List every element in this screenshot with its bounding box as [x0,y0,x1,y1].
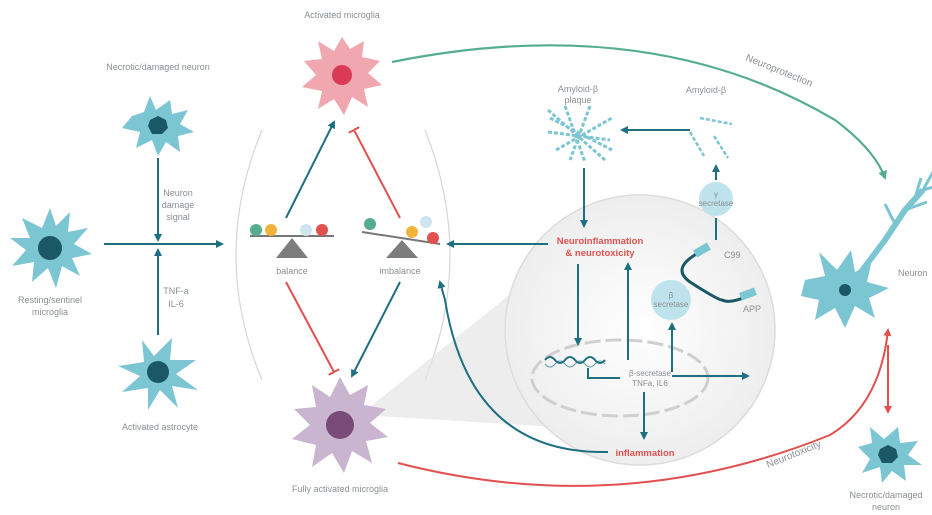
balance-inhibits-fully-activated [285,281,334,372]
left-arc [235,129,263,381]
right-arc [424,129,451,381]
label-cytokine-1: TNF-a [163,286,189,296]
neurotoxicity-curve [397,328,892,487]
necrotic-neuron-bottom-cell [858,427,922,483]
amyloid-beta-fragments [688,116,733,159]
label-amyloid-plaque-2: plaque [564,95,591,105]
neuroprotection-curve [391,44,887,180]
necrotic-neuron-top-cell [122,96,194,156]
label-neuroinflammation-1: Neuroinflammation [557,236,644,247]
label-beta-2: secretase [654,300,689,309]
label-necrotic-bottom-2: neuron [872,502,900,512]
label-activated-microglia: Activated microglia [304,10,380,20]
imbalance-to-fully-activated-arrow [351,281,401,378]
label-beta-1: β [669,291,674,300]
label-resting-2: microglia [32,307,68,317]
label-fully-activated: Fully activated microglia [292,484,388,494]
label-neuroprotection: Neuroprotection [744,53,814,90]
label-amyloid-beta: Amyloid-β [686,85,726,95]
amyloid-plaque-mesh [547,105,613,163]
label-necrotic-bottom-1: Necrotic/damaged [849,490,922,500]
label-neuron-damage-2: damage [162,200,195,210]
app-membrane [680,250,749,303]
balance-scale [250,224,334,258]
label-activated-astrocyte: Activated astrocyte [122,422,198,432]
dna-squiggle [544,356,606,364]
resting-microglia-cell [10,208,92,288]
label-app: APP [743,304,761,314]
label-gamma-2: secretase [699,199,734,208]
fully-activated-microglia-cell [292,377,388,473]
label-resting-1: Resting/sentinel [18,295,82,305]
balance-to-activated-arrow [285,120,335,219]
activated-astrocyte-cell [118,338,198,410]
label-c99: C99 [724,250,741,260]
activated-microglia-cell [302,37,382,115]
label-amyloid-plaque-1: Amyloid-β [558,84,598,94]
label-cytokine-2: IL-6 [168,299,184,309]
label-imbalance: imbalance [379,266,420,276]
label-neuron-damage-3: signal [166,212,190,222]
inflammation-to-imbalance-curve [437,280,609,454]
label-neuron-damage-1: Neuron [163,188,193,198]
label-balance: balance [276,266,308,276]
nucleus-ellipse [530,338,710,418]
beta-secretase-bubble [651,280,691,320]
label-nucleus-out-2: TNFa, IL6 [632,379,668,388]
imbalance-inhibits-activated [354,130,401,219]
imbalance-scale [361,216,441,258]
zoom-bubble [504,194,776,466]
neuron-right-cell [801,171,932,328]
label-necrotic-neuron-top: Necrotic/damaged neuron [106,62,210,72]
label-neuron-right: Neuron [898,268,928,278]
label-neuroinflammation-2: & neurotoxicity [565,248,635,259]
label-inflammation: inflammation [615,448,674,459]
label-gamma-1: γ [714,190,718,199]
label-nucleus-out-1: β-secretase [629,369,672,378]
gamma-secretase-bubble [699,182,733,216]
